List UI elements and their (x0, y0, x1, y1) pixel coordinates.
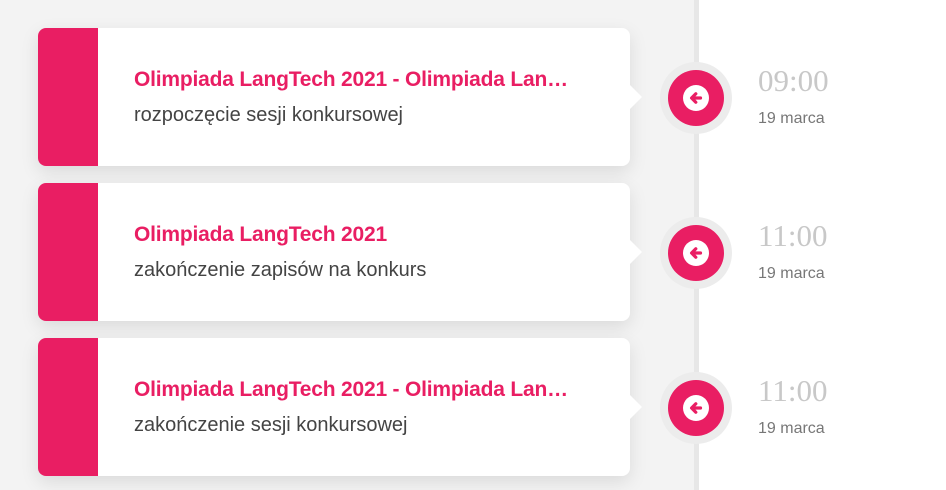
timeline-event-3[interactable]: Olimpiada LangTech 2021 - Olimpiada Lan…… (0, 338, 946, 476)
event-subtitle: rozpoczęcie sesji konkursowej (134, 104, 404, 126)
timeline-event-2[interactable]: Olimpiada LangTech 2021 zakończenie zapi… (0, 183, 946, 321)
event-title[interactable]: Olimpiada LangTech 2021 (134, 223, 387, 246)
event-marker[interactable] (660, 217, 732, 289)
event-marker[interactable] (660, 62, 732, 134)
event-time: 09:00 (758, 63, 829, 98)
event-marker[interactable] (660, 372, 732, 444)
event-date: 19 marca (758, 110, 825, 127)
event-subtitle: zakończenie sesji konkursowej (134, 414, 408, 436)
arrow-left-circle-icon (668, 380, 724, 436)
timeline-event-1[interactable]: Olimpiada LangTech 2021 - Olimpiada Lan…… (0, 28, 946, 166)
arrow-left-circle-icon (668, 225, 724, 281)
event-card[interactable]: Olimpiada LangTech 2021 - Olimpiada Lan…… (38, 338, 642, 476)
event-title[interactable]: Olimpiada LangTech 2021 - Olimpiada Lan… (134, 68, 568, 91)
event-card-accent-stripe (38, 183, 98, 321)
event-time: 11:00 (758, 218, 828, 253)
event-card-pointer (630, 85, 642, 109)
event-card-accent-stripe (38, 338, 98, 476)
event-card-accent-stripe (38, 28, 98, 166)
event-card[interactable]: Olimpiada LangTech 2021 - Olimpiada Lan…… (38, 28, 642, 166)
event-time: 11:00 (758, 373, 828, 408)
event-title[interactable]: Olimpiada LangTech 2021 - Olimpiada Lan… (134, 378, 568, 401)
event-card[interactable]: Olimpiada LangTech 2021 zakończenie zapi… (38, 183, 642, 321)
timeline-date-column (699, 0, 946, 490)
arrow-left-circle-icon (668, 70, 724, 126)
event-subtitle: zakończenie zapisów na konkurs (134, 259, 427, 281)
event-card-pointer (630, 240, 642, 264)
event-date: 19 marca (758, 420, 825, 437)
event-date: 19 marca (758, 265, 825, 282)
event-card-pointer (630, 395, 642, 419)
